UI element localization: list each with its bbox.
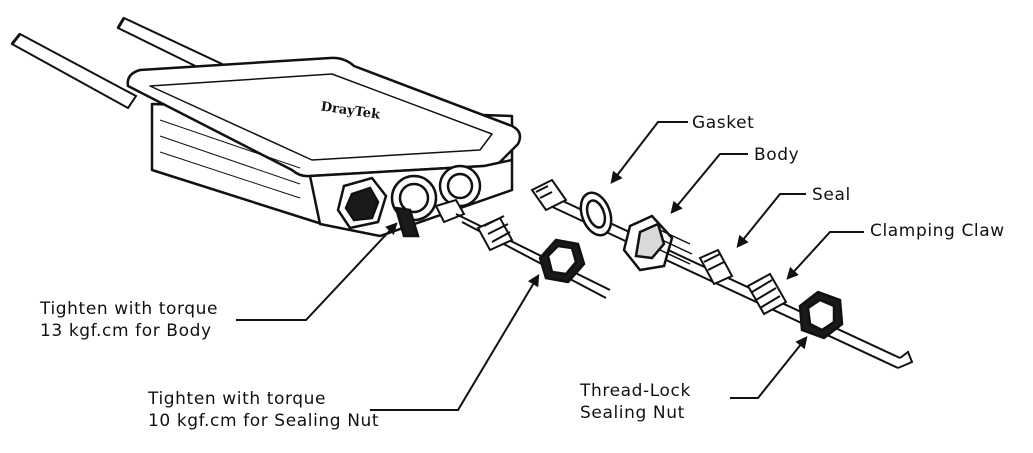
label-thread-lock: Thread-Lock Sealing Nut (580, 380, 691, 424)
torque-body-line1: Tighten with torque (40, 299, 219, 319)
leader-seal (736, 193, 806, 248)
small-gland-part (476, 215, 514, 252)
label-torque-nut: Tighten with torque 10 kgf.cm for Sealin… (148, 388, 379, 432)
device-ports (336, 164, 482, 238)
device-lid (126, 56, 522, 178)
sealing-nut-right (798, 290, 844, 340)
sealing-nut-left (538, 238, 586, 284)
gasket-part (579, 191, 613, 237)
label-clamping-claw: Clamping Claw (870, 220, 1005, 242)
label-clamping-claw-text: Clamping Claw (870, 221, 1005, 241)
leader-torque-nut (370, 273, 540, 411)
gland-body-part (622, 214, 693, 272)
label-body-text: Body (754, 145, 800, 165)
label-seal: Seal (812, 184, 851, 206)
label-gasket-text: Gasket (692, 113, 755, 133)
leader-gasket (610, 121, 688, 184)
torque-nut-line2: 10 kgf.cm for Sealing Nut (148, 411, 380, 431)
torque-nut-line1: Tighten with torque (148, 389, 327, 409)
leader-torque-body (236, 222, 398, 321)
thread-lock-line2: Sealing Nut (580, 403, 685, 423)
leader-body (670, 153, 748, 214)
leader-thread-lock (730, 336, 808, 399)
antenna-left (10, 32, 138, 110)
rj45-connector (530, 178, 568, 212)
label-body: Body (754, 144, 799, 166)
label-gasket: Gasket (692, 112, 754, 134)
torque-body-line2: 13 kgf.cm for Body (40, 321, 212, 341)
label-seal-text: Seal (812, 185, 851, 205)
label-torque-body: Tighten with torque 13 kgf.cm for Body (40, 298, 218, 342)
callout-leaders (236, 121, 864, 411)
clamping-claw-part (746, 272, 788, 316)
ethernet-plug-device-side (434, 198, 466, 224)
thread-lock-line1: Thread-Lock (580, 381, 691, 401)
seal-part (698, 248, 734, 286)
leader-clamping-claw (786, 231, 864, 280)
